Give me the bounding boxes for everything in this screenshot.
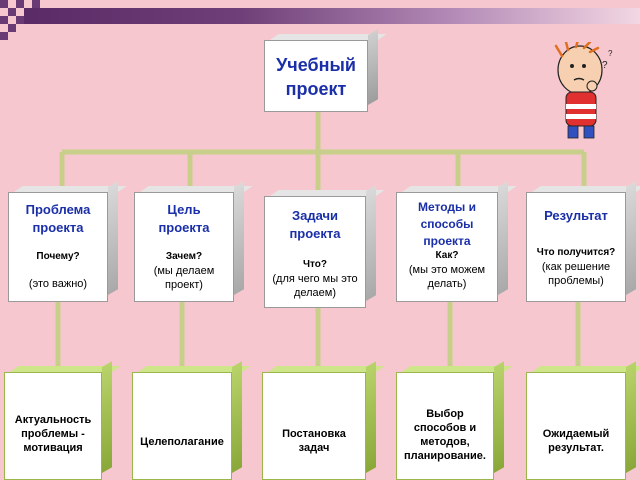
category-box-tasks: Задачи проекта Что? (для чего мы это дел… (264, 185, 385, 308)
outcome-label: Ожидаемый результат. (542, 428, 610, 454)
outcome-label: Целеполагание (140, 436, 224, 448)
category-explanation: (мы делаем проект) (153, 265, 215, 291)
outcome-box-methods-choice: Выбор способов и методов, планирование. (396, 361, 513, 480)
category-question: Зачем? (165, 251, 203, 262)
gradient-bar (24, 8, 640, 24)
category-box-methods: Методы и способы проекта Как? (мы это мо… (396, 181, 517, 302)
category-question: Что? (302, 259, 327, 270)
main-title-line1: Учебный (276, 55, 356, 75)
outcome-box-task-setting: Постановка задач (262, 361, 385, 480)
category-question: Как? (435, 250, 459, 261)
decorative-header-strip (0, 0, 640, 40)
main-project-box: Учебный проект (264, 29, 387, 112)
category-title: Цель проекта (158, 202, 210, 235)
category-title: Методы и способы проекта (418, 200, 476, 248)
outcome-label: Актуальность проблемы - мотивация (14, 414, 92, 454)
svg-text:?: ? (602, 60, 608, 71)
main-title-line2: проект (285, 79, 347, 99)
category-title: Результат (544, 208, 608, 223)
category-explanation: (для чего мы это делаем) (272, 273, 358, 299)
category-explanation: (мы это можем делать) (408, 264, 486, 290)
outcome-box-relevance: Актуальность проблемы - мотивация (4, 361, 121, 480)
outcome-label: Постановка задач (282, 428, 346, 454)
category-box-goal: Цель проекта Зачем? (мы делаем проект) (134, 181, 253, 302)
category-title: Проблема проекта (25, 202, 91, 235)
outcome-label: Выбор способов и методов, планирование. (404, 408, 486, 462)
category-box-problem: Проблема проекта Почему? (это важно) (8, 181, 127, 302)
svg-text:?: ? (608, 49, 613, 58)
category-explanation: (это важно) (28, 278, 88, 290)
category-question: Что получится? (536, 247, 616, 258)
category-box-result: Результат Что получится? (как решение пр… (526, 181, 640, 302)
category-explanation: (как решение проблемы) (541, 261, 611, 287)
outcome-box-goal-setting: Целеполагание (132, 361, 251, 480)
outcome-box-expected-result: Ожидаемый результат. (526, 361, 640, 480)
thinking-boy-icon: ? ? (554, 42, 613, 139)
category-question: Почему? (36, 251, 80, 262)
category-title: Задачи проекта (289, 208, 341, 241)
